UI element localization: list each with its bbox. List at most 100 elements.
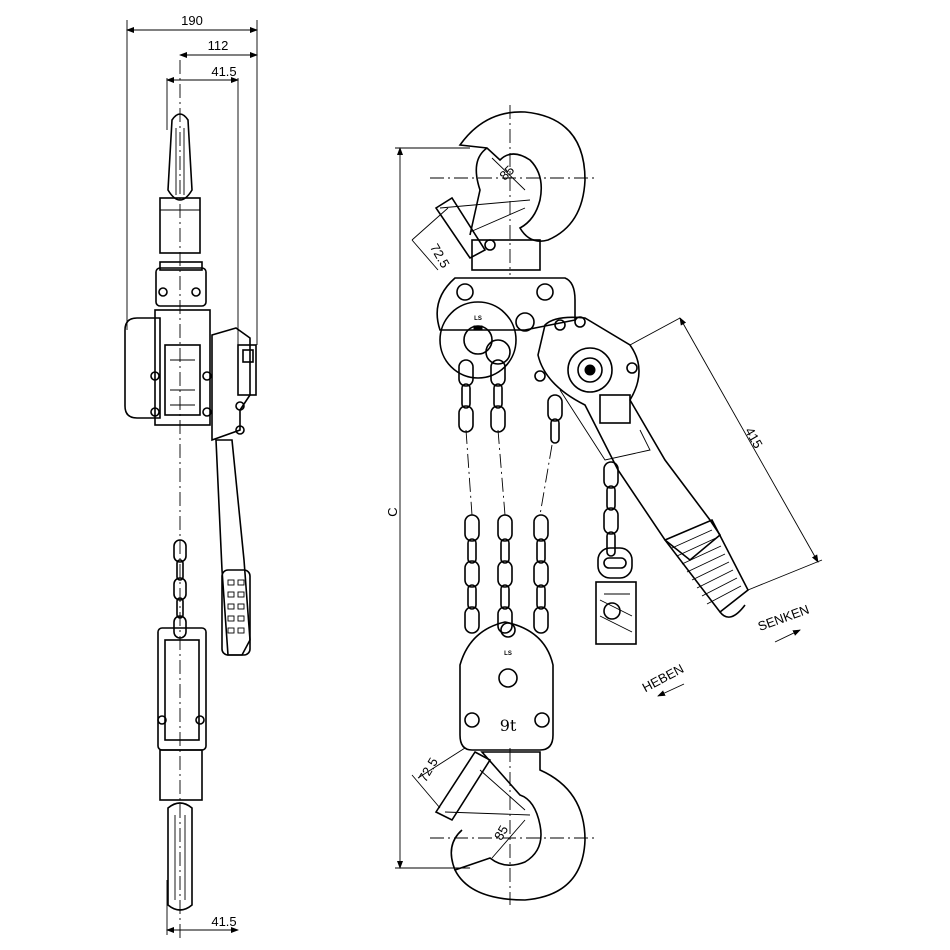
front-top-shank [471,239,541,271]
dim-line-72-5-top [411,239,439,271]
front-body-bolt-4 [554,319,566,331]
side-knob [237,344,257,396]
side-inner-frame [164,344,201,416]
side-chain [173,539,187,639]
front-chain-center [490,359,513,634]
upper-ls-mark: LS [474,316,482,322]
front-body-bolt-2 [536,283,554,301]
side-bolt-10 [195,715,205,725]
front-view: C 85 72.5 LS [385,105,823,905]
front-grip-end [719,604,746,618]
arrow-senken [774,629,801,643]
front-top-bolt [484,239,496,251]
front-chain-stop [595,581,637,645]
dim-112: 112 [208,38,229,53]
side-top-block [155,267,207,307]
front-right-sprocket [485,339,511,365]
front-lever-bolt-1 [574,316,586,328]
upper-mark-plate [473,325,483,331]
dim-line-85-bottom [491,819,526,859]
front-body-bolt-3 [515,312,535,332]
side-bolt-9 [157,715,167,725]
front-lever-hub-center [584,364,596,376]
dim-415: 415 [742,425,766,451]
lower-ls-mark: LS [504,651,512,657]
dim-line-85-top [491,157,526,191]
side-lower-inner [164,639,200,741]
side-lever-hub [211,327,251,442]
side-grip [221,569,251,656]
dim-72-5-bottom: 72.5 [415,755,441,784]
side-bottom-hook-detail [174,815,186,900]
side-top-shank [159,197,201,254]
front-chain-stop-ring [603,602,621,620]
side-bolt-7 [235,401,245,411]
front-lower-center-pin [498,668,518,688]
front-lever-hub-inner [577,357,603,383]
dim-72-5-top: 72.5 [427,241,453,270]
side-grip-ribs [227,579,245,634]
front-lever-plate [599,394,631,424]
side-top-hook [167,113,193,201]
front-bottom-hook [453,751,586,901]
side-bolt-2 [191,287,201,297]
side-main-frame [154,309,211,426]
front-left-sprocket [439,301,517,379]
dim-190: 190 [181,13,203,28]
front-body-bolt-1 [456,283,474,301]
side-bolt-1 [158,287,168,297]
dim-line-415 [679,317,819,563]
front-lever-body [537,316,722,562]
dim-41-5-top: 41.5 [211,64,236,79]
front-grip [663,518,750,614]
front-lower-bolt-2 [534,712,550,728]
front-chain-left [458,359,480,634]
side-frame-lines [170,359,195,406]
front-lever-detail [559,389,651,461]
front-lever-hub [567,347,613,393]
dim-line-72-5-bottom [417,747,466,779]
side-bolt-6 [202,407,212,417]
label-heben: HEBEN [640,661,687,695]
ext-415-bottom [747,559,823,591]
side-knob-detail [242,349,254,363]
side-bolt-3 [150,371,160,381]
front-chain-stop-hatch [599,593,633,633]
side-top-plate [159,261,203,271]
side-bottom-hook [167,802,193,911]
side-view: 190 112 41.5 [124,13,258,940]
ext-72-5-top [411,207,449,241]
front-top-latch-line [439,199,531,233]
front-grip-ribs [671,529,742,605]
capacity-mark: 9t [500,716,517,735]
side-bolt-4 [202,371,212,381]
front-bottom-hook-tip [450,829,463,871]
front-lower-bolt-1 [464,712,480,728]
front-chain-right [533,394,563,634]
front-bottom-latch-line [444,769,531,816]
side-lever-arm [215,439,251,656]
ext-415-top [629,317,681,346]
front-top-latch [434,196,487,260]
front-lower-block [459,621,554,751]
arrow-heben [657,683,685,697]
front-lever-bolt-3 [534,370,546,382]
front-upper-body [436,277,576,331]
dim-c: C [385,507,400,516]
front-chain-slack [597,461,633,579]
front-bottom-latch [434,750,492,822]
side-gear-housing [124,317,161,419]
ext-72-5-bottom [411,774,441,809]
front-top-hook-inner [469,147,488,236]
side-bottom-shank [159,749,203,801]
side-bolt-8 [235,425,245,435]
side-top-hook-detail [175,128,185,195]
front-top-hook [458,111,586,242]
label-senken: SENKEN [756,602,811,634]
front-lever-bolt-2 [626,362,638,374]
dim-41-5-bottom: 41.5 [211,914,236,929]
side-bolt-5 [150,407,160,417]
front-lower-top-pin [500,622,516,638]
